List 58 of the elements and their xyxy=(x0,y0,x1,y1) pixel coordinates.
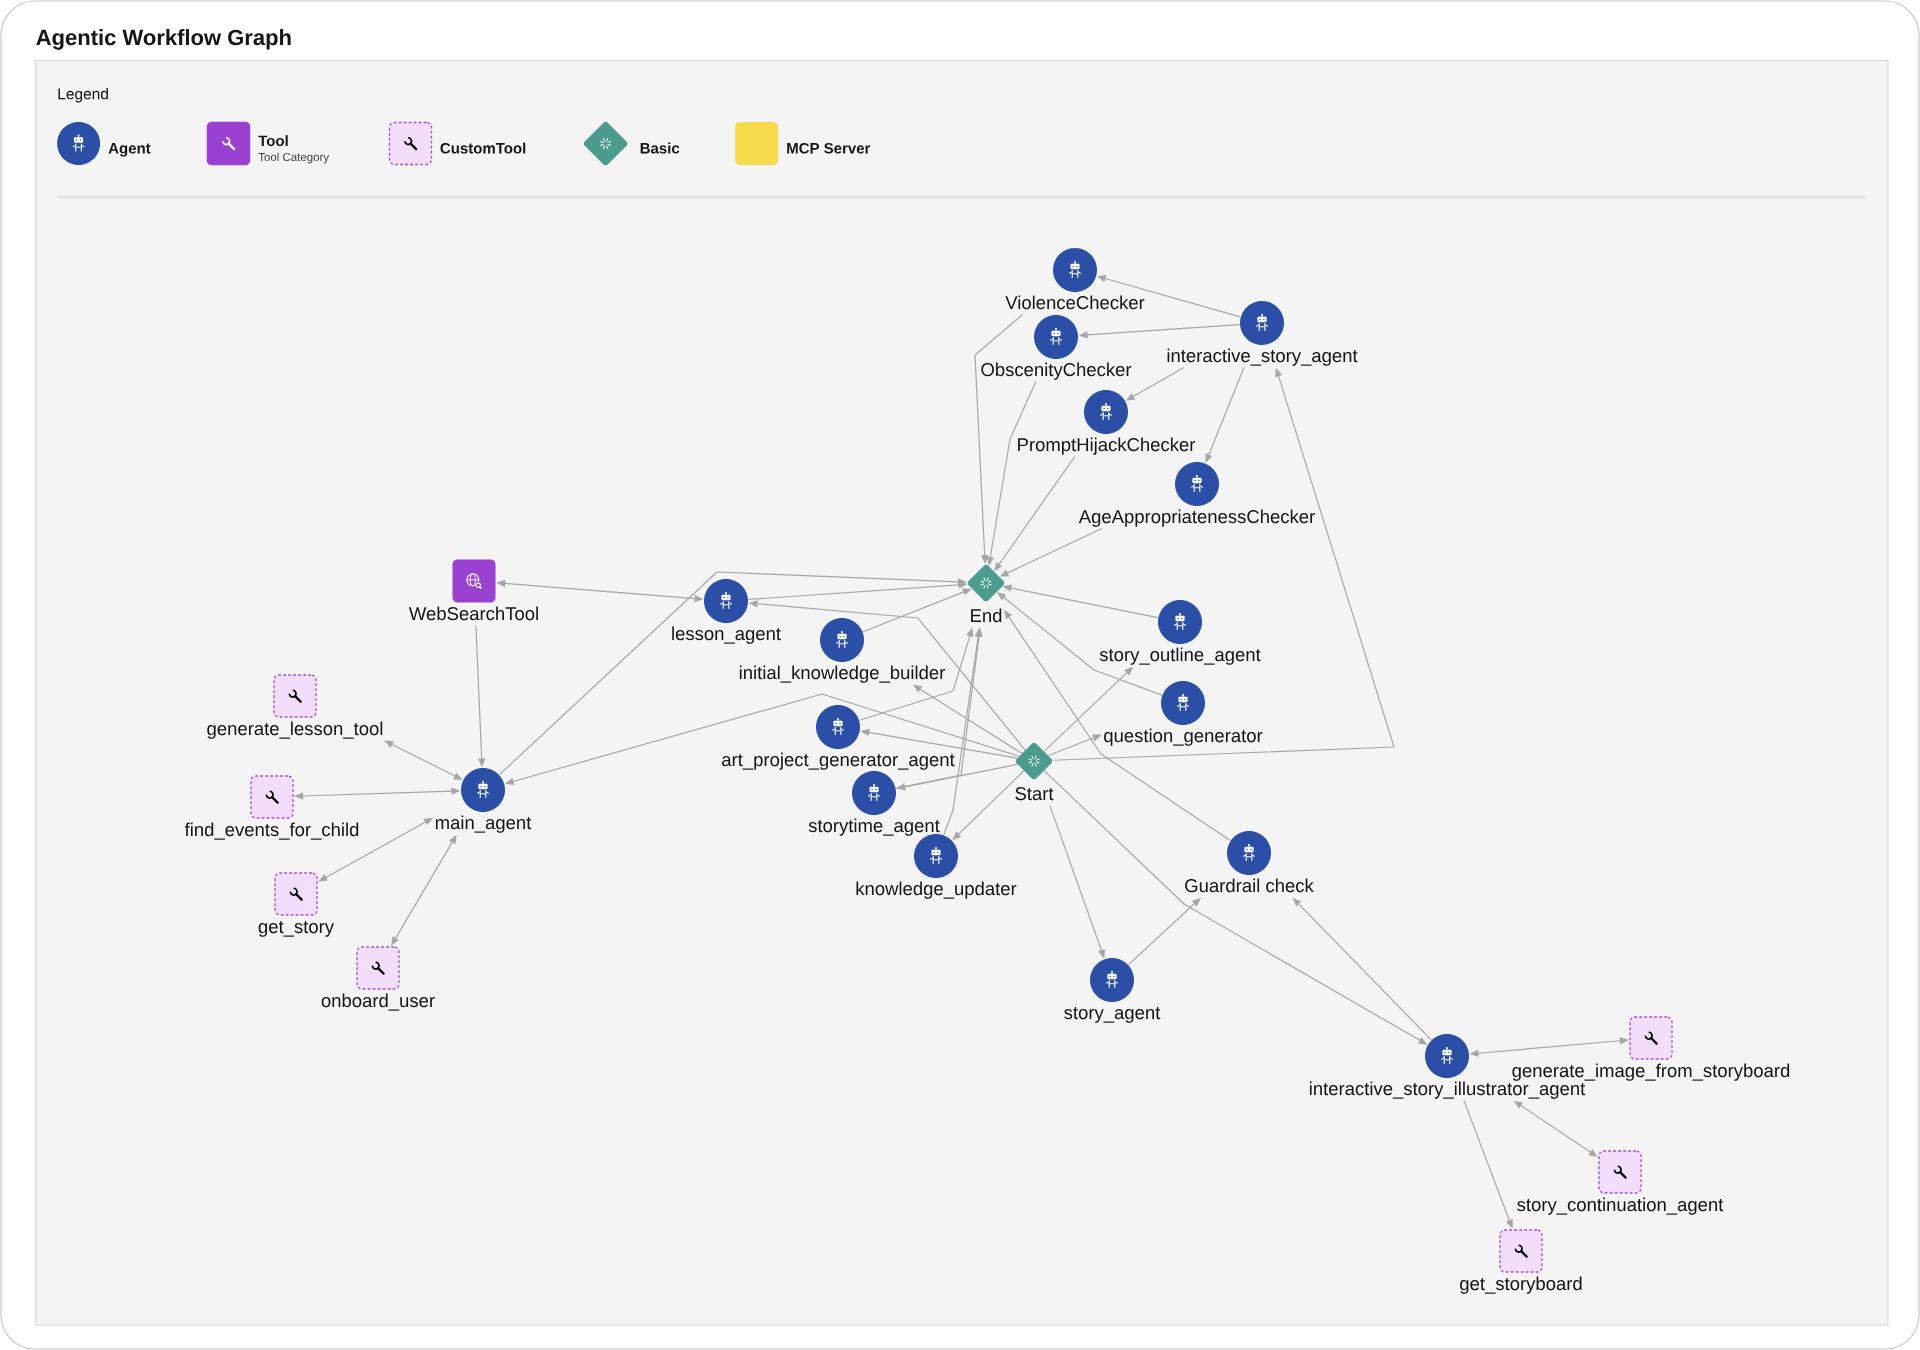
diamond-node: Start xyxy=(1015,742,1054,801)
agent-node: ObscenityChecker xyxy=(981,315,1132,380)
diamond-node: End xyxy=(967,564,1005,623)
custom-tool-node: get_storyboard xyxy=(1460,1229,1582,1294)
node-label: knowledge_updater xyxy=(856,881,1017,899)
node-label: find_events_for_child xyxy=(184,822,359,840)
node-label: Start xyxy=(1015,787,1054,801)
custom-tool-node: get_story xyxy=(258,872,334,937)
agent-node: storytime_agent xyxy=(808,771,940,836)
custom-tool-node: onboard_user xyxy=(321,946,435,1011)
node-label: storytime_agent xyxy=(808,818,940,836)
node-label: main_agent xyxy=(435,815,532,833)
node-label: question_generator xyxy=(1104,728,1263,746)
agent-node: story_outline_agent xyxy=(1099,600,1261,665)
node-label: End xyxy=(971,608,1002,623)
agent-node: PromptHijackChecker xyxy=(1018,390,1196,455)
node-label: get_story xyxy=(258,921,335,937)
tool-node: WebSearchTool xyxy=(408,559,538,621)
node-label: story_continuation_agent xyxy=(1517,1197,1724,1215)
legend-label: Tool xyxy=(258,135,288,147)
node-label: Guardrail check xyxy=(1185,878,1314,893)
agent-node: interactive_story_agent xyxy=(1167,301,1358,366)
node-label: ViolenceChecker xyxy=(1005,295,1145,310)
node-label: story_agent xyxy=(1064,1007,1161,1023)
legend-sublabel: Tool Category xyxy=(258,152,330,164)
legend-label: Basic xyxy=(640,142,680,154)
node-label: interactive_story_agent xyxy=(1167,348,1358,366)
agent-node: question_generator xyxy=(1104,681,1263,746)
node-label: PromptHijackChecker xyxy=(1018,437,1196,455)
node-label: WebSearchTool xyxy=(408,606,538,621)
custom-tool-node: generate_image_from_storyboard xyxy=(1512,1016,1790,1081)
node-label: lesson_agent xyxy=(672,626,781,644)
agent-node: ViolenceChecker xyxy=(1005,248,1145,310)
node-label: generate_lesson_tool xyxy=(207,721,383,739)
node-label: ObscenityChecker xyxy=(981,362,1132,380)
custom-tool-node: generate_lesson_tool xyxy=(207,674,383,739)
node-label: onboard_user xyxy=(321,993,435,1011)
legend-heading: Legend xyxy=(58,88,108,103)
node-label: AgeAppropriatenessChecker xyxy=(1078,509,1315,527)
agent-node: AgeAppropriatenessChecker xyxy=(1078,462,1315,527)
arrow xyxy=(1205,366,1245,463)
node-label: art_project_generator_agent xyxy=(722,752,955,770)
agent-node: art_project_generator_agent xyxy=(722,705,955,770)
agent-node: story_agent xyxy=(1064,958,1161,1023)
node-label: initial_knowledge_builder xyxy=(739,665,945,683)
node-label: story_outline_agent xyxy=(1099,647,1261,665)
legend-label: Agent xyxy=(108,143,151,157)
legend-label: CustomTool xyxy=(440,142,526,154)
agent-node: Guardrail check xyxy=(1185,831,1314,893)
custom-tool-node: story_continuation_agent xyxy=(1517,1150,1724,1215)
agent-node: main_agent xyxy=(435,768,532,833)
node-label: generate_image_from_storyboard xyxy=(1512,1063,1790,1081)
node-label: get_storyboard xyxy=(1460,1276,1582,1294)
agent-node: lesson_agent xyxy=(672,579,781,644)
node-label: interactive_story_illustrator_agent xyxy=(1309,1081,1586,1099)
custom-tool-node: find_events_for_child xyxy=(184,775,359,840)
title: Agentic Workflow Graph xyxy=(36,29,291,50)
legend-label: MCP Server xyxy=(787,142,871,154)
